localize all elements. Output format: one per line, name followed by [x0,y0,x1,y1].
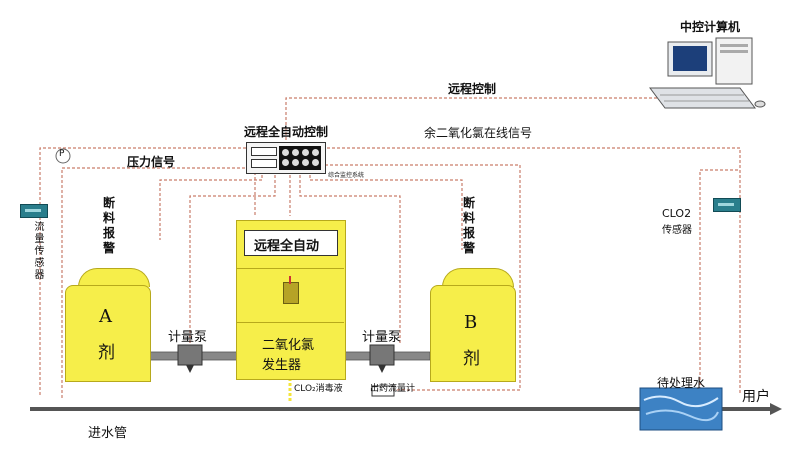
flow-sensor-line [39,147,250,395]
residual-clo2-signal-label: 余二氧化氯在线信号 [424,126,533,140]
generator-top-label: 远程全自动 [254,239,320,254]
pump-line-a [189,170,276,345]
flowmeter-line [320,164,521,391]
tank-a-letter: A [99,306,112,327]
generator-name-line2: 发生器 [262,358,302,373]
alarm-line-b [309,170,463,250]
metering-pump-a [177,344,203,373]
pump-line-b [299,170,401,345]
flow-sensor-label: 流量传感器 [34,222,45,281]
user-label: 用户 [742,389,770,405]
control-panel [246,142,326,174]
water-basin [639,387,723,431]
generator-name-line1: 二氧化氯 [262,338,315,353]
pressure-gauge [55,148,71,164]
water-to-treat-label: 待处理水 [657,376,706,390]
remote-full-auto-control-label: 远程全自动控制 [244,125,329,139]
clo2-disinfectant-label: CLO₂消毒液 [294,384,343,394]
tank-b-letter: B [464,312,478,333]
cutoff-alarm-b-label: 断料报警 [462,196,475,255]
pressure-signal-line [61,167,245,400]
tank-a-char: 剂 [98,343,115,363]
clo2-sensor-device [713,198,741,212]
generator-top-box [244,230,338,256]
central-computer-graphic [649,37,766,109]
residual-clo2-signal-line [322,147,741,395]
tank-b [430,285,516,382]
panel-small-text: 综合监控系统 [328,172,365,179]
tank-a [65,285,151,382]
central-computer-label: 中控计算机 [680,20,741,34]
alarm-line-a [159,170,263,240]
clo2-sensor-label-1: CLO2 [662,207,692,220]
cutoff-alarm-a-label: 断料报警 [102,196,115,255]
pressure-symbol: P [59,149,65,159]
metering-pump-a-label: 计量泵 [168,330,208,345]
tank-b-char: 剂 [463,349,480,369]
outlet-flowmeter-label: 出药流量计 [370,384,416,394]
flow-sensor-device [20,204,48,218]
outlet-flowmeter [371,385,395,397]
clo2-sensor-label-2: 传感器 [662,225,692,236]
metering-pump-b [369,344,395,373]
inlet-pipe-label: 进水管 [88,426,128,441]
metering-pump-b-label: 计量泵 [362,330,402,345]
remote-control-label: 远程控制 [448,82,497,96]
pressure-signal-label: 压力信号 [127,155,176,169]
generator-sensor-probe [283,282,299,304]
